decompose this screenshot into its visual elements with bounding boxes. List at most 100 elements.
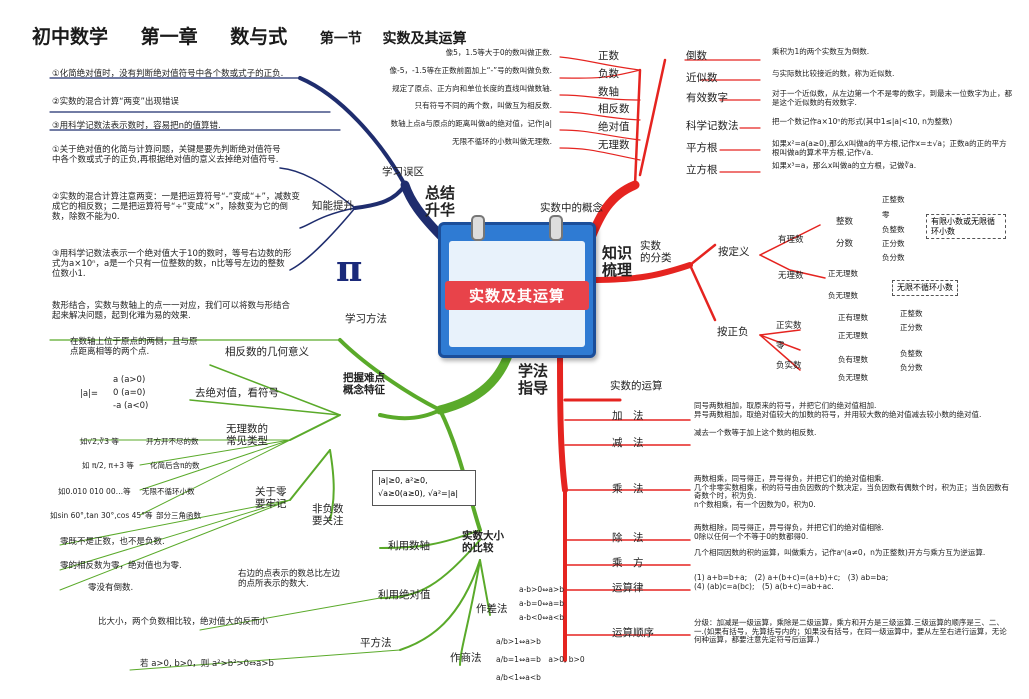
irr-item: 正无理数	[828, 269, 858, 278]
axis-desc: 右边的点表示的数总比左边的点所表示的数大.	[238, 569, 341, 589]
grasp-label: 把握难点 概念特征	[343, 372, 385, 397]
concept-desc: 无限不循环的小数叫做无理数.	[452, 137, 552, 146]
ability-item: ③用科学记数法表示一个绝对值大于10的数时，等号右边数的形式为a×10ⁿ，a是一…	[52, 249, 292, 279]
concept-desc: 像-5，-1.5等在正数前面加上“-”号的数叫做负数.	[389, 66, 552, 75]
concept-desc: 像5，1.5等大于0的数叫做正数.	[445, 48, 552, 57]
concept-name: 有效数字	[686, 92, 728, 104]
opp-geo: 相反数的几何意义	[225, 346, 309, 358]
quot-label: 作商法	[450, 652, 482, 664]
square-desc: 若 a>0, b>0，则 a²>b²>0⇔a>b	[140, 659, 274, 669]
concept-desc: 如果x²=a(a≥0),那么x叫做a的平方根,记作x=±√a；正数a的正的平方根…	[772, 139, 1007, 157]
nonneg-label: 非负数 要关注	[312, 503, 344, 528]
ability-item: ①关于绝对值的化简与计算问题，关键是要先判断绝对值符号中各个数或式子的正负,再根…	[52, 145, 281, 165]
op-name: 乘 方	[612, 557, 644, 569]
title-section-title: 实数及其运算	[382, 31, 467, 47]
integer: 整数	[836, 217, 854, 227]
concept-desc: 只有符号不同的两个数，叫做互为相反数.	[414, 101, 552, 110]
square-label: 平方法	[360, 637, 392, 649]
int-item: 零	[882, 210, 890, 219]
learn-label: 学习方法	[345, 313, 387, 325]
mistakes-label: 学习误区	[382, 166, 424, 178]
op-name: 除 法	[612, 532, 644, 544]
absval-label: 利用绝对值	[378, 589, 431, 601]
irr-type: 化简后含π的数	[150, 461, 200, 470]
mistake-item: ③用科学记数法表示数时，容易把n的值算错.	[52, 121, 221, 131]
note-rational: 有限小数或无限循环小数	[926, 214, 1006, 240]
concept-desc: 与实际数比较接近的数，称为近似数.	[772, 69, 895, 78]
diff-item: a-b=0⇔a=b	[519, 599, 565, 608]
frac-item: 正分数	[882, 239, 905, 248]
irr-ex: 如0.010 010 00…等	[58, 487, 131, 496]
concept-desc: 数轴上点a与原点的距离叫做a的绝对值，记作|a|	[390, 119, 552, 128]
learn-desc: 数形结合，实数与数轴上的点一一对应，我们可以将数与形结合起来解决问题，起到化难为…	[52, 301, 291, 321]
zero-label: 关于零 要牢记	[255, 486, 287, 511]
concept-name: 相反数	[598, 103, 630, 115]
int-item: 负整数	[882, 225, 905, 234]
zero: 零	[776, 341, 785, 351]
concept-desc: 乘积为1的两个实数互为倒数.	[772, 47, 870, 56]
concept-desc: 如果x³=a，那么x叫做a的立方根，记做∛a.	[772, 161, 917, 170]
diff-item: a-b>0⇔a>b	[519, 585, 565, 594]
fraction: 分数	[836, 239, 854, 249]
abs-case: a (a>0)	[113, 375, 146, 385]
op-name: 运算顺序	[612, 627, 654, 639]
title-chapter: 第一章	[140, 26, 198, 48]
hub-knowledge: 知识 梳理	[602, 244, 633, 280]
op-name: 乘 法	[612, 483, 644, 495]
op-desc: 两数相乘，同号得正，异号得负，并把它们的绝对值相乘. 几个非零实数相乘，积的符号…	[694, 474, 1009, 509]
pos-item: 正无理数	[838, 331, 868, 340]
int-item: 正整数	[882, 195, 905, 204]
irr-ex: 如 π/2, π+3 等	[82, 461, 134, 470]
quot-item: a/b>1⇔a>b	[496, 637, 541, 646]
by-def: 按定义	[718, 246, 750, 258]
concept-name: 立方根	[686, 164, 718, 176]
center-node: 实数及其运算	[438, 215, 596, 358]
pi-icon: π	[336, 248, 363, 290]
diff-item: a-b<0⇔a<b	[519, 613, 565, 622]
ring-right	[549, 215, 563, 241]
op-desc: 两数相除，同号得正，异号得负，并把它们的绝对值相除. 0除以任何一个不等于0的数…	[694, 523, 884, 541]
neg-item: 负有理数	[838, 355, 868, 364]
frac-item: 负分数	[882, 253, 905, 262]
concept-name: 无理数	[598, 139, 630, 151]
concept-name: 绝对值	[598, 121, 630, 133]
concept-desc: 对于一个近似数，从左边第一个不是零的数字，到最末一位数字为止，都是这个近似数的有…	[772, 89, 1012, 107]
pos-sub: 正分数	[900, 323, 923, 332]
rational: 有理数	[778, 235, 804, 245]
nonneg-box: |a|≥0, a²≥0, √a≥0(a≥0), √a²=|a|	[372, 470, 476, 506]
ops-label: 实数的运算	[610, 380, 663, 392]
irr-item: 负无理数	[828, 291, 858, 300]
mistake-item: ①化简绝对值时，没有判断绝对值符号中各个数或式子的正负.	[52, 69, 284, 79]
zero-item: 零没有倒数.	[88, 583, 134, 593]
center-label: 实数及其运算	[445, 281, 589, 310]
abs-case: -a (a<0)	[113, 401, 149, 411]
title-section: 第一节	[319, 31, 362, 47]
note-irrational: 无限不循环小数	[892, 280, 958, 296]
concept-desc: 规定了原点、正方向和单位长度的直线叫做数轴.	[392, 84, 552, 93]
pos-sub: 正整数	[900, 309, 923, 318]
concept-name: 倒数	[686, 50, 707, 62]
abs-case: 0 (a=0)	[113, 388, 146, 398]
op-name: 减 法	[612, 437, 644, 449]
op-name: 加 法	[612, 410, 644, 422]
abs-label: 去绝对值，看符号	[195, 387, 279, 399]
page-title: 初中数学 第一章 数与式 第一节 实数及其运算	[32, 22, 481, 49]
op-desc: 减去一个数等于加上这个数的相反数.	[694, 428, 817, 437]
pos-real: 正实数	[776, 321, 802, 331]
ability-label: 知能提升	[312, 200, 354, 212]
irr-type: 部分三角函数	[156, 511, 201, 520]
compare-label: 实数大小 的比较	[462, 530, 504, 555]
quot-item: a/b<1⇔a<b	[496, 673, 541, 682]
quot-item: a/b=1⇔a=b a>0, b>0	[496, 655, 585, 664]
hub-summary: 总结 升华	[425, 184, 456, 220]
diff-label: 作差法	[476, 603, 508, 615]
zero-item: 零的相反数为零，绝对值也为零.	[60, 561, 182, 571]
irrational: 无理数	[778, 271, 804, 281]
neg-sub: 负整数	[900, 349, 923, 358]
irr-type: 无限不循环小数	[142, 487, 195, 496]
title-topic: 数与式	[230, 26, 288, 48]
opp-geo-desc: 在数轴上位于原点的两侧，且与原点距离相等的两个点.	[70, 337, 198, 357]
op-desc: 同号两数相加，取原来的符号，并把它们的绝对值相加. 异号两数相加，取绝对值较大的…	[694, 401, 982, 419]
concept-name: 负数	[598, 68, 619, 80]
